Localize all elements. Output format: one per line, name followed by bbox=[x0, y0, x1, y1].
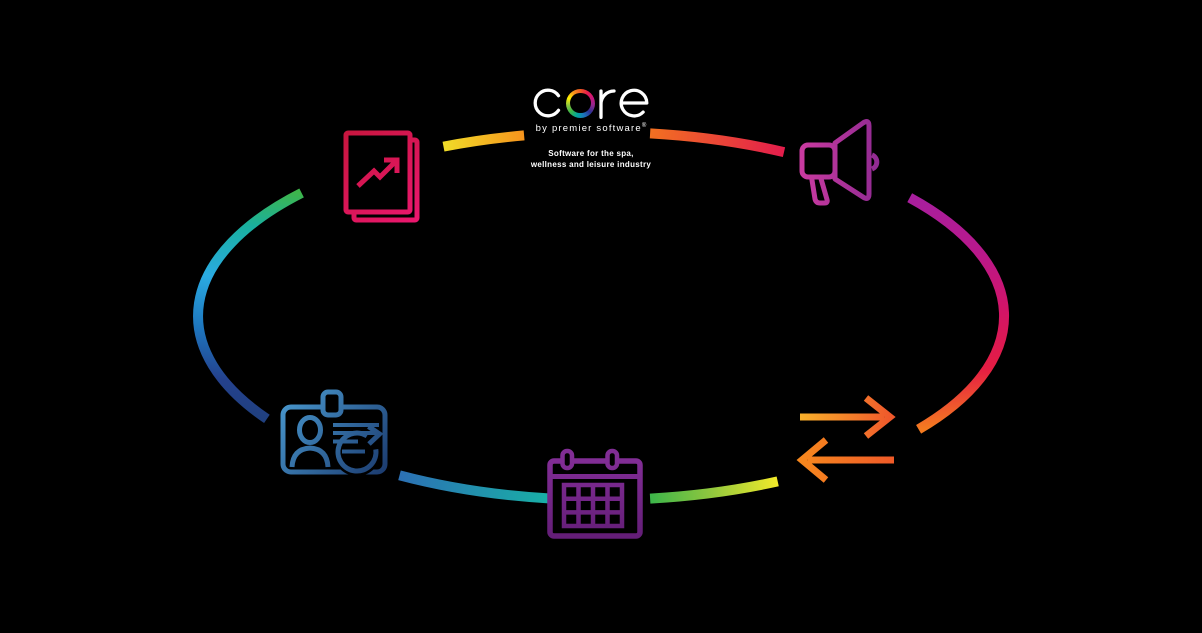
tagline-line-1: Software for the spa, bbox=[548, 149, 634, 159]
reports-icon bbox=[343, 130, 420, 223]
sync-arrow-head bbox=[367, 424, 384, 446]
registered-mark: ® bbox=[641, 123, 647, 129]
byline-text: by premier software bbox=[535, 123, 642, 135]
trend-arrow bbox=[356, 158, 399, 188]
megaphone-handle bbox=[809, 176, 830, 206]
arc-segment-top-right bbox=[649, 128, 786, 157]
trend-arrow-head bbox=[384, 157, 400, 173]
arc-segment-top-left bbox=[442, 130, 525, 152]
transfer-arrows-icon bbox=[796, 395, 896, 483]
core-logo: by premier software® Software for the sp… bbox=[451, 86, 731, 171]
core-o-ring bbox=[566, 88, 595, 118]
arc-segment-right bbox=[907, 193, 1010, 434]
person-head bbox=[297, 415, 323, 445]
letter-c bbox=[533, 88, 561, 118]
megaphone-cone bbox=[832, 119, 872, 201]
letter-r bbox=[599, 89, 616, 119]
tagline-line-2: wellness and leisure industry bbox=[530, 160, 652, 170]
logo-tagline: Software for the spa, wellness and leisu… bbox=[451, 148, 731, 170]
sync-arc bbox=[335, 430, 379, 474]
megaphone-icon bbox=[799, 119, 880, 206]
arc-segment-bottom-left bbox=[398, 470, 553, 504]
megaphone-knob bbox=[870, 152, 880, 172]
arc-segment-bottom-right bbox=[649, 476, 779, 504]
arc-segment-left bbox=[193, 188, 304, 424]
rainbow-ellipse bbox=[193, 128, 1010, 504]
id-card-clip bbox=[320, 389, 344, 418]
arrow-right bbox=[800, 395, 896, 439]
megaphone-body bbox=[799, 142, 838, 180]
id-card-sync-icon bbox=[280, 389, 388, 476]
calendar-icon bbox=[547, 448, 643, 539]
arrow-left bbox=[796, 437, 894, 483]
person-shoulders bbox=[289, 445, 331, 468]
letter-e bbox=[619, 88, 649, 118]
calendar-frame bbox=[547, 458, 643, 539]
calendar-grid bbox=[561, 482, 625, 529]
logo-byline: by premier software® bbox=[451, 123, 731, 134]
arrow-left-head bbox=[796, 437, 829, 483]
core-wordmark bbox=[451, 86, 731, 120]
calendar-peg-left bbox=[560, 448, 575, 471]
arrow-right-head bbox=[863, 395, 896, 439]
calendar-peg-right bbox=[605, 448, 620, 471]
